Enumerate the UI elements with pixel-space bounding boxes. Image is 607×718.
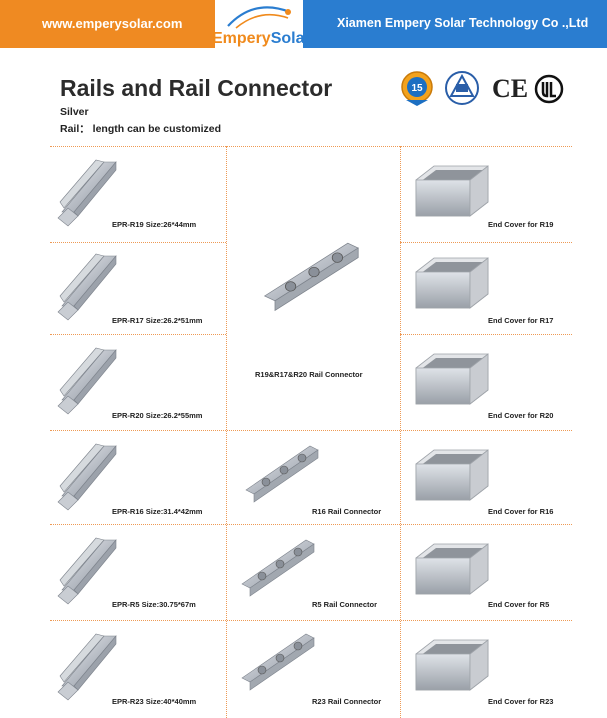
page-title: Rails and Rail Connector: [60, 75, 333, 101]
end-cover-r19-image: [415, 165, 489, 217]
website-url[interactable]: www.emperysolar.com: [42, 16, 183, 31]
sun-swoosh-icon: [227, 6, 291, 29]
certification-icons: 15 CE: [400, 70, 570, 110]
end-cover-r5-label: End Cover for R5: [488, 600, 550, 609]
rail-r16-label: EPR-R16 Size:31.4*42mm: [112, 507, 203, 516]
rail-r17-image: [57, 253, 117, 321]
rail-r19-image: [57, 159, 117, 227]
rail-r19-label: EPR-R19 Size:26*44mm: [112, 220, 197, 229]
connector-r23-label: R23 Rail Connector: [312, 697, 382, 706]
logo-text-solar: Solar: [270, 30, 311, 47]
grid-divider: [50, 524, 572, 525]
grid-divider: [50, 620, 572, 621]
years-badge-number: 15: [411, 83, 423, 94]
end-cover-r23-image: [415, 639, 489, 691]
end-cover-r17-image: [415, 257, 489, 309]
connector-r5-label: R5 Rail Connector: [312, 600, 378, 609]
grid-divider: [400, 146, 401, 718]
connector-r16-image: [245, 445, 319, 503]
empery-solar-logo: EmperySolar: [210, 0, 311, 52]
company-name: Xiamen Empery Solar Technology Co .,Ltd: [337, 16, 589, 30]
logo-text-empery: Empery: [212, 30, 271, 47]
end-cover-r5-image: [415, 543, 489, 595]
end-cover-r17-label: End Cover for R17: [488, 316, 554, 325]
grid-divider: [400, 242, 572, 243]
header-company-bar: Xiamen Empery Solar Technology Co .,Ltd: [303, 0, 607, 48]
end-cover-r16-label: End Cover for R16: [488, 507, 554, 516]
years-badge-icon: 15: [401, 71, 433, 106]
end-cover-r20-image: [415, 353, 489, 405]
rail-r16-image: [57, 443, 117, 511]
grid-divider: [50, 334, 226, 335]
end-cover-r20-label: End Cover for R20: [488, 411, 554, 420]
tuv-cert-icon: [445, 71, 479, 105]
end-cover-r19-label: End Cover for R19: [488, 220, 554, 229]
color-note: Silver: [60, 106, 89, 118]
connector-r19-r17-r20-image: [264, 242, 359, 311]
rail-r20-image: [57, 347, 117, 415]
rail-r23-image: [57, 633, 117, 701]
grid-divider: [50, 146, 572, 147]
grid-divider: [50, 242, 226, 243]
end-cover-r16-image: [415, 449, 489, 501]
rail-r5-image: [57, 537, 117, 605]
header-website-bar: www.emperysolar.com: [0, 0, 215, 48]
connector-r16-label: R16 Rail Connector: [312, 507, 382, 516]
rail-r20-label: EPR-R20 Size:26.2*55mm: [112, 411, 203, 420]
rail-length-note: Rail： length can be customized: [60, 123, 222, 135]
connector-r5-image: [241, 539, 315, 597]
connector-r19-r17-r20-label: R19&R17&R20 Rail Connector: [255, 370, 363, 379]
grid-divider: [400, 334, 572, 335]
connector-r23-image: [241, 633, 315, 691]
rail-r23-label: EPR-R23 Size:40*40mm: [112, 697, 197, 706]
grid-divider: [50, 430, 572, 431]
rail-r17-label: EPR-R17 Size:26.2*51mm: [112, 316, 203, 325]
grid-divider: [226, 146, 227, 718]
ul-mark-icon: [534, 74, 564, 104]
ce-mark-icon: CE: [492, 74, 529, 103]
end-cover-r23-label: End Cover for R23: [488, 697, 554, 706]
rail-r5-label: EPR-R5 Size:30.75*67m: [112, 600, 196, 609]
